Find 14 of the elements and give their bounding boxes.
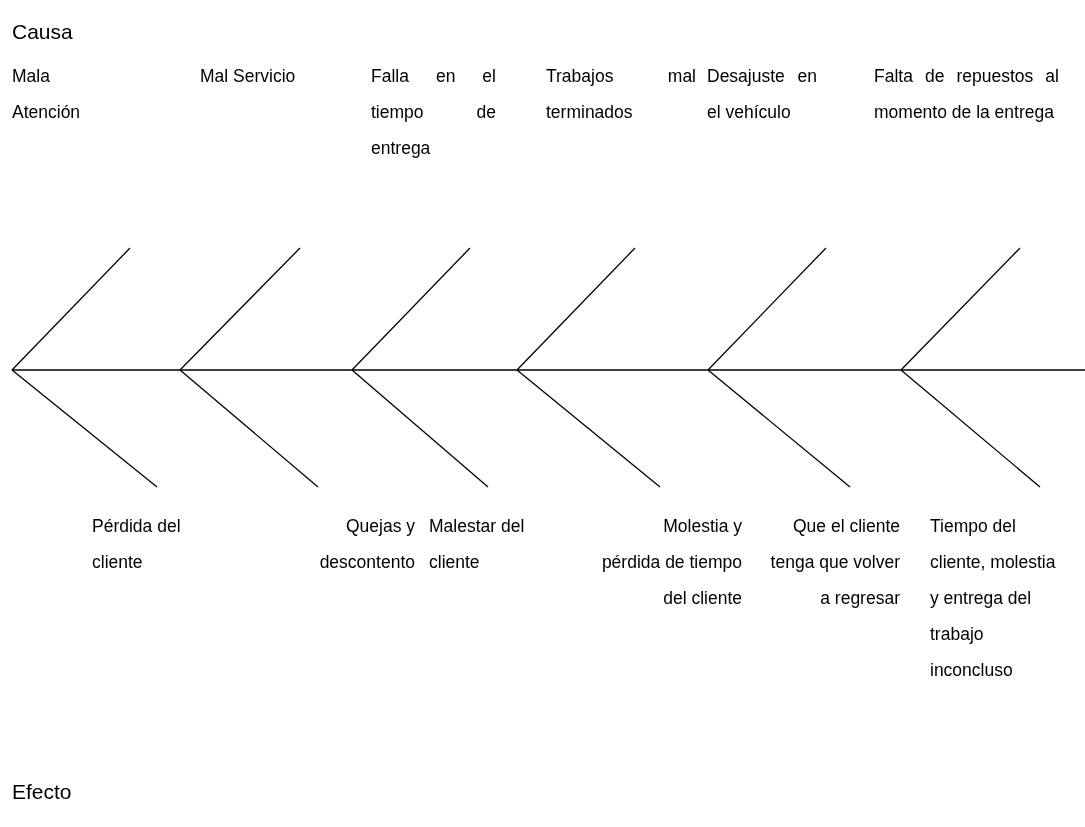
cause-label: Falla en el tiempo de entrega — [371, 65, 496, 160]
effect-label: Tiempo del cliente, molestia y entrega del trabajo inconcluso — [930, 515, 1057, 682]
heading: Efecto — [12, 780, 72, 804]
effect-label: Pérdida del cliente — [92, 515, 182, 574]
cause-label: Desajuste en el vehículo — [707, 65, 817, 124]
cause-label: Falta de repuestos al momento de la entrega — [874, 65, 1059, 124]
cause-label: Trabajos mal terminados — [546, 65, 696, 124]
effect-label: Quejas y descontento — [318, 515, 415, 574]
heading: Causa — [12, 20, 73, 44]
effect-label: Molestia y pérdida de tiempo del cliente — [600, 515, 742, 610]
cause-label: Mala Atención — [12, 65, 82, 124]
effect-label: Malestar del cliente — [429, 515, 526, 574]
cause-label: Mal Servicio — [200, 65, 297, 88]
effect-label: Que el cliente tenga que volver a regresar — [769, 515, 900, 610]
